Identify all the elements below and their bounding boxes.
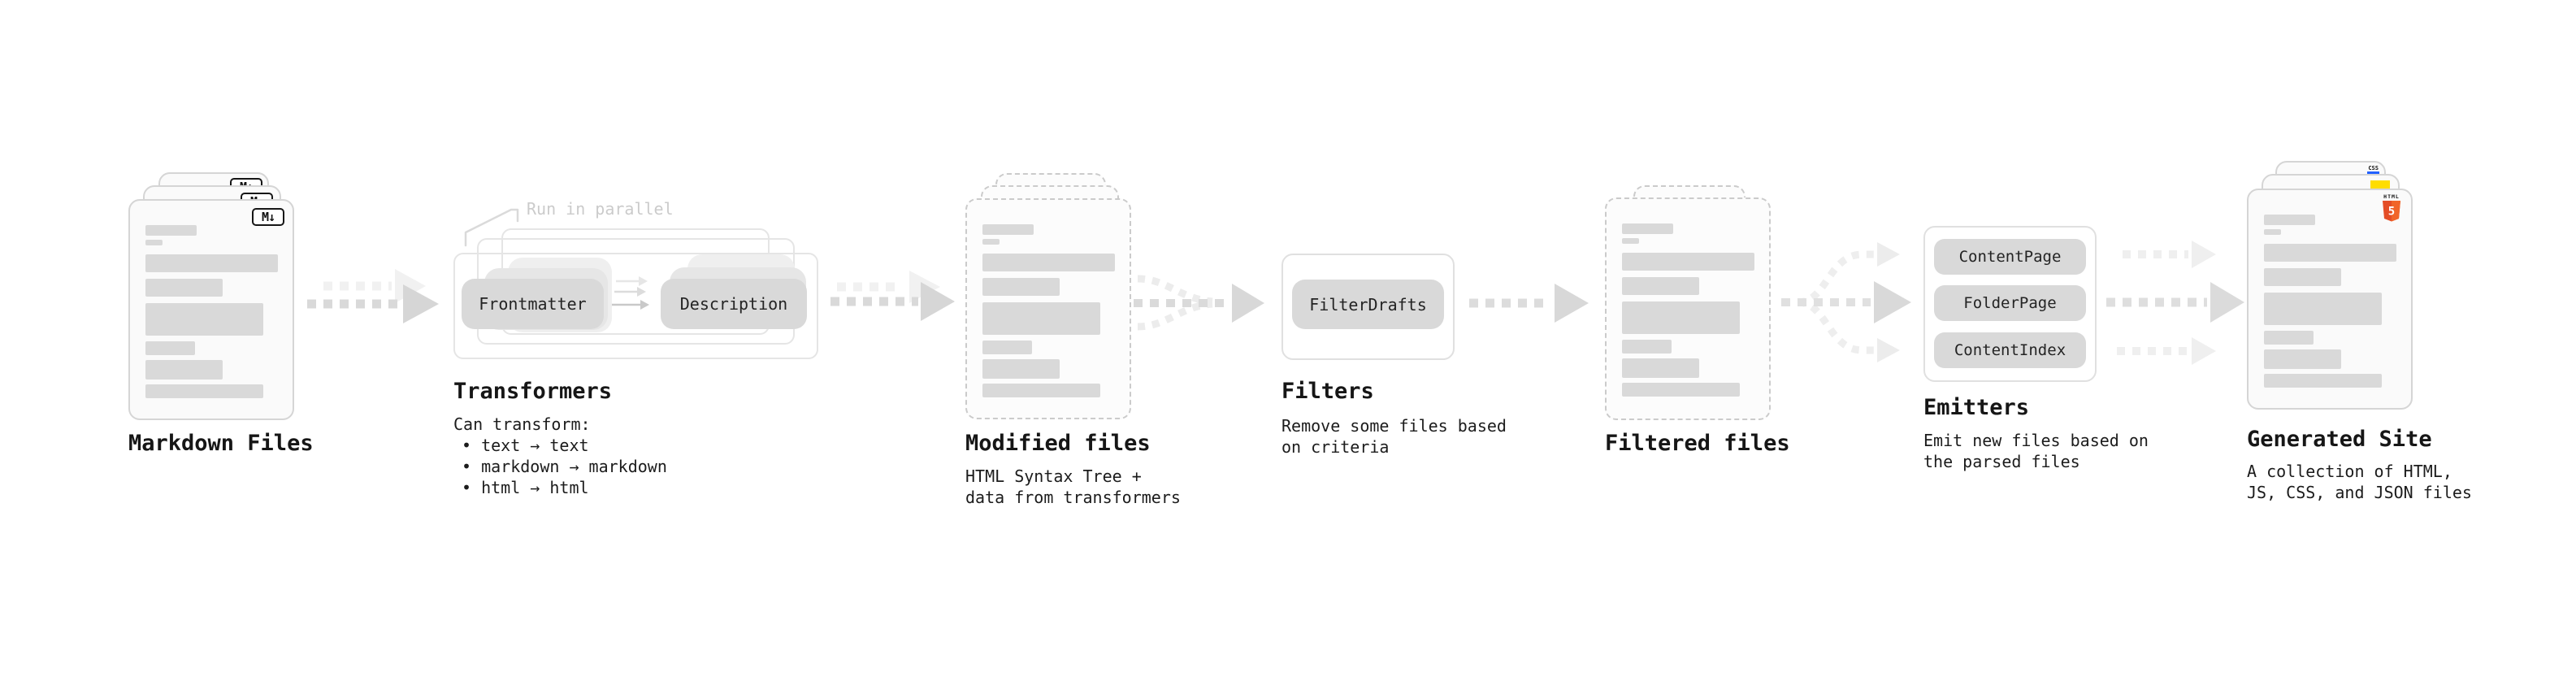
text-placeholder-bar — [2264, 215, 2315, 225]
text-placeholder-bar — [2264, 244, 2396, 262]
modified-file-doc — [965, 198, 1131, 419]
desc-line: data from transformers — [965, 488, 1181, 507]
desc-line: Remove some files based — [1281, 416, 1507, 436]
text-placeholder-bar — [1622, 340, 1672, 354]
generated-site-doc: HTML 5 — [2247, 189, 2413, 410]
text-placeholder-bar — [2264, 268, 2341, 286]
stage-title: Filters — [1281, 379, 1374, 404]
desc-line: HTML Syntax Tree + — [965, 466, 1142, 486]
html5-icon: HTML 5 — [2382, 193, 2401, 226]
desc-line: the parsed files — [1923, 452, 2080, 471]
arrow-emitters-to-generated — [2106, 241, 2244, 365]
stage-title: Modified files — [965, 431, 1151, 456]
text-placeholder-bar — [982, 359, 1060, 379]
text-placeholder-bar — [1622, 358, 1699, 378]
text-placeholder-bar — [982, 254, 1115, 271]
markdown-file-doc: M↓ — [128, 199, 294, 420]
text-placeholder-bar — [145, 303, 263, 336]
desc-line: • html → html — [462, 478, 589, 497]
stage-title: Transformers — [453, 379, 613, 404]
text-placeholder-bar — [1622, 238, 1639, 244]
desc-line: A collection of HTML, — [2247, 462, 2452, 481]
doc-content-placeholder — [1622, 223, 1754, 397]
pill-filter-drafts: FilterDrafts — [1292, 280, 1444, 329]
arrow-markdown-to-transformers — [307, 269, 439, 323]
doc-content-placeholder — [982, 224, 1115, 397]
text-placeholder-bar — [2264, 374, 2382, 388]
desc-line: Emit new files based on — [1923, 431, 2149, 450]
arrow-modified-to-filters-merge — [1134, 275, 1264, 331]
stage-description: A collection of HTML, JS, CSS, and JSON … — [2247, 461, 2472, 503]
text-placeholder-bar — [1622, 253, 1754, 271]
text-placeholder-bar — [145, 225, 197, 236]
text-placeholder-bar — [2264, 293, 2382, 325]
doc-content-placeholder — [2264, 215, 2396, 388]
run-in-parallel-label: Run in parallel — [527, 199, 674, 219]
stage-description: Can transform: • text → text • markdown … — [453, 414, 667, 498]
text-placeholder-bar — [982, 340, 1032, 354]
desc-line: JS, CSS, and JSON files — [2247, 483, 2472, 502]
text-placeholder-bar — [982, 384, 1100, 397]
text-placeholder-bar — [1622, 223, 1673, 234]
transformer-box — [453, 253, 818, 359]
text-placeholder-bar — [982, 239, 1000, 245]
html5-icon-word: HTML — [2383, 193, 2400, 200]
stage-description: Remove some files based on criteria — [1281, 415, 1507, 458]
arrow-filtered-to-emitters-split — [1781, 242, 1911, 362]
text-placeholder-bar — [982, 302, 1100, 335]
css-icon: CSS — [2367, 165, 2379, 174]
stage-description: Emit new files based on the parsed files — [1923, 430, 2149, 472]
pill-content-index: ContentIndex — [1934, 332, 2086, 368]
text-placeholder-bar — [2264, 349, 2341, 369]
js-icon — [2370, 180, 2390, 189]
stage-title: Emitters — [1923, 395, 2030, 420]
text-placeholder-bar — [145, 240, 163, 245]
filtered-file-doc — [1605, 197, 1771, 420]
pill-content-page: ContentPage — [1934, 239, 2086, 275]
pill-description: Description — [661, 279, 807, 329]
desc-line: • text → text — [462, 436, 589, 455]
text-placeholder-bar — [982, 278, 1060, 296]
text-placeholder-bar — [1622, 277, 1699, 295]
stage-title: Filtered files — [1605, 431, 1790, 456]
text-placeholder-bar — [145, 360, 223, 380]
text-placeholder-bar — [1622, 301, 1740, 334]
stage-description: HTML Syntax Tree + data from transformer… — [965, 466, 1181, 508]
stage-title: Generated Site — [2247, 427, 2432, 452]
arrow-filters-to-filtered — [1469, 284, 1589, 323]
desc-line: Can transform: — [453, 414, 591, 434]
pill-frontmatter: Frontmatter — [462, 279, 604, 329]
text-placeholder-bar — [982, 224, 1034, 235]
desc-line: • markdown → markdown — [462, 457, 667, 476]
stage-title: Markdown Files — [128, 431, 314, 456]
doc-content-placeholder — [145, 225, 278, 398]
text-placeholder-bar — [145, 279, 223, 297]
html5-shield: 5 — [2383, 201, 2400, 222]
text-placeholder-bar — [145, 341, 195, 355]
pill-folder-page: FolderPage — [1934, 285, 2086, 321]
svg-text:5: 5 — [2388, 206, 2395, 219]
text-placeholder-bar — [145, 254, 278, 272]
text-placeholder-bar — [1622, 383, 1740, 397]
text-placeholder-bar — [145, 384, 263, 398]
markdown-icon: M↓ — [252, 208, 284, 226]
arrow-transformers-to-modified — [830, 271, 955, 321]
text-placeholder-bar — [2264, 229, 2281, 235]
desc-line: on criteria — [1281, 437, 1390, 457]
text-placeholder-bar — [2264, 331, 2314, 345]
